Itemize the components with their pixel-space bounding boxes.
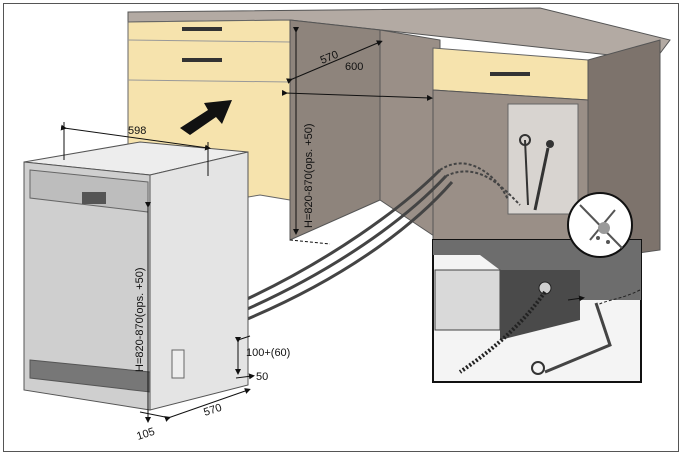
- water-tap-icon: [519, 134, 531, 146]
- label-foot-height: 100+(60): [246, 347, 290, 359]
- appliance-dimensions: 598 H=820-870(ops. +50) 100+(60) 50 570 …: [60, 122, 290, 443]
- magnifier-detail: [567, 192, 633, 258]
- service-niche: [507, 103, 579, 215]
- label-bottom-depth: 570: [202, 402, 223, 419]
- label-top-width: 600: [345, 61, 363, 73]
- drawer-handle-icon: [182, 27, 222, 31]
- label-unit-height: H=820-870(ops. +50): [134, 267, 146, 372]
- plug-socket-icon: [546, 140, 554, 148]
- label-foot-offset: 50: [256, 371, 268, 383]
- drawer-handle-icon: [182, 58, 222, 62]
- dishwasher: [23, 141, 249, 411]
- hoses: [244, 162, 521, 322]
- label-niche-height: H=820-870(ops. +50): [303, 123, 315, 228]
- hose-coupling-icon: [531, 361, 545, 375]
- label-bottom-front: 105: [135, 426, 156, 443]
- control-display: [82, 192, 106, 204]
- connection-detail-inset: [432, 239, 642, 383]
- adjustable-foot: [171, 349, 185, 379]
- diagram-border: [3, 3, 679, 452]
- label-unit-width: 598: [128, 125, 146, 137]
- drawer-handle-icon: [490, 72, 530, 76]
- niche-dimensions: 570 600 H=820-870(ops. +50): [281, 27, 433, 245]
- dishwasher-side: [149, 151, 249, 411]
